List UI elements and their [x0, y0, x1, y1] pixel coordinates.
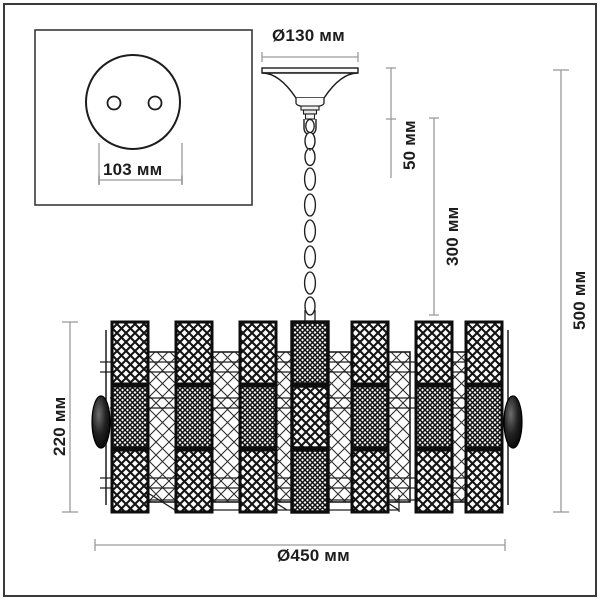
label-shade-height: 220 мм — [50, 396, 69, 456]
label-mount-plate-width: 103 мм — [103, 160, 163, 179]
mount-plate-circle — [85, 54, 181, 150]
crystal-rod-column — [350, 320, 390, 514]
side-finial-right — [503, 395, 523, 449]
crystal-rod-column — [414, 320, 454, 514]
dim-canopy-drop — [386, 67, 396, 178]
dim-shade-height — [62, 321, 78, 513]
dim-canopy-diameter — [261, 52, 359, 62]
ceiling-canopy — [261, 67, 359, 136]
crystal-rod-column — [110, 320, 150, 514]
crystal-rod-column — [464, 320, 504, 514]
shade-front-rods — [110, 320, 504, 514]
dim-total-height — [553, 69, 569, 513]
suspension-chain — [303, 131, 317, 316]
dim-mount-plate-width — [98, 143, 183, 185]
crystal-rod-column — [238, 320, 278, 514]
side-finial-left — [91, 395, 111, 449]
label-canopy-drop: 50 мм — [400, 120, 419, 170]
crystal-rod-column — [290, 320, 330, 514]
dim-chain-length — [429, 117, 439, 316]
dim-shade-diameter — [94, 539, 506, 551]
label-canopy-diameter: Ø130 мм — [272, 26, 345, 45]
label-shade-diameter: Ø450 мм — [277, 546, 350, 565]
label-chain-length: 300 мм — [443, 206, 462, 266]
label-total-height: 500 мм — [570, 270, 589, 330]
crystal-rod-column — [174, 320, 214, 514]
